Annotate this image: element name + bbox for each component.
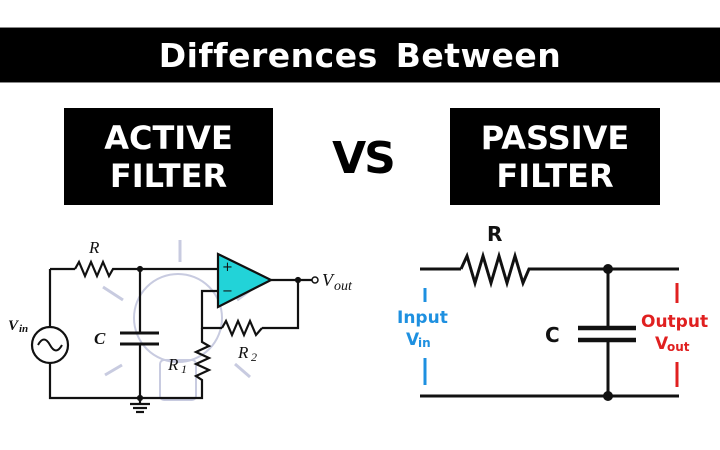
svg-text:out: out [667,340,690,354]
active-filter-box: ACTIVE FILTER [64,108,273,205]
active-wire-left [48,269,204,400]
svg-text:in: in [19,323,28,335]
ac-source-icon [30,325,70,365]
label-c: C [94,329,106,348]
title-text: Differences Between [158,35,562,75]
passive-label-vin: V [406,330,420,350]
active-resistor-r [74,259,117,279]
vout-terminal-icon [311,276,319,284]
passive-resistor-r [459,250,533,289]
label-vout: V [322,270,335,290]
active-resistor-r1 [193,328,212,385]
svg-text:2: 2 [251,350,257,364]
svg-text:1: 1 [181,362,187,376]
passive-label-c: C [545,323,560,347]
active-filter-line2: FILTER [109,156,228,195]
svg-text:in: in [418,336,431,350]
passive-label-input: Input [397,308,448,328]
active-wire-feedback [200,278,312,330]
passive-filter-circuit [420,250,679,401]
passive-filter-line2: FILTER [496,156,614,195]
vs-label: VS [332,133,396,184]
opamp-minus: − [222,284,233,299]
passive-filter-labels: R C Input V in Output V out [397,222,708,354]
passive-filter-box: PASSIVE FILTER [450,108,660,205]
label-r: R [88,238,100,257]
label-r1: R [167,355,179,374]
lightbulb-watermark-icon [102,240,254,401]
svg-text:out: out [334,279,353,294]
active-filter-circuit [30,240,319,414]
opamp-triangle [216,252,274,309]
passive-label-r: R [487,222,502,246]
opamp-plus: + [222,260,233,275]
passive-label-vout: V [655,334,669,354]
passive-label-output: Output [641,312,708,332]
active-filter-line1: ACTIVE [104,118,233,157]
active-resistor-r2 [221,318,263,338]
title-banner: Differences Between [0,27,720,83]
label-r2: R [237,343,249,362]
passive-filter-line1: PASSIVE [480,118,630,157]
label-vin: V [8,318,20,334]
active-filter-labels: R C R 1 R 2 V in V out + − [8,238,353,376]
